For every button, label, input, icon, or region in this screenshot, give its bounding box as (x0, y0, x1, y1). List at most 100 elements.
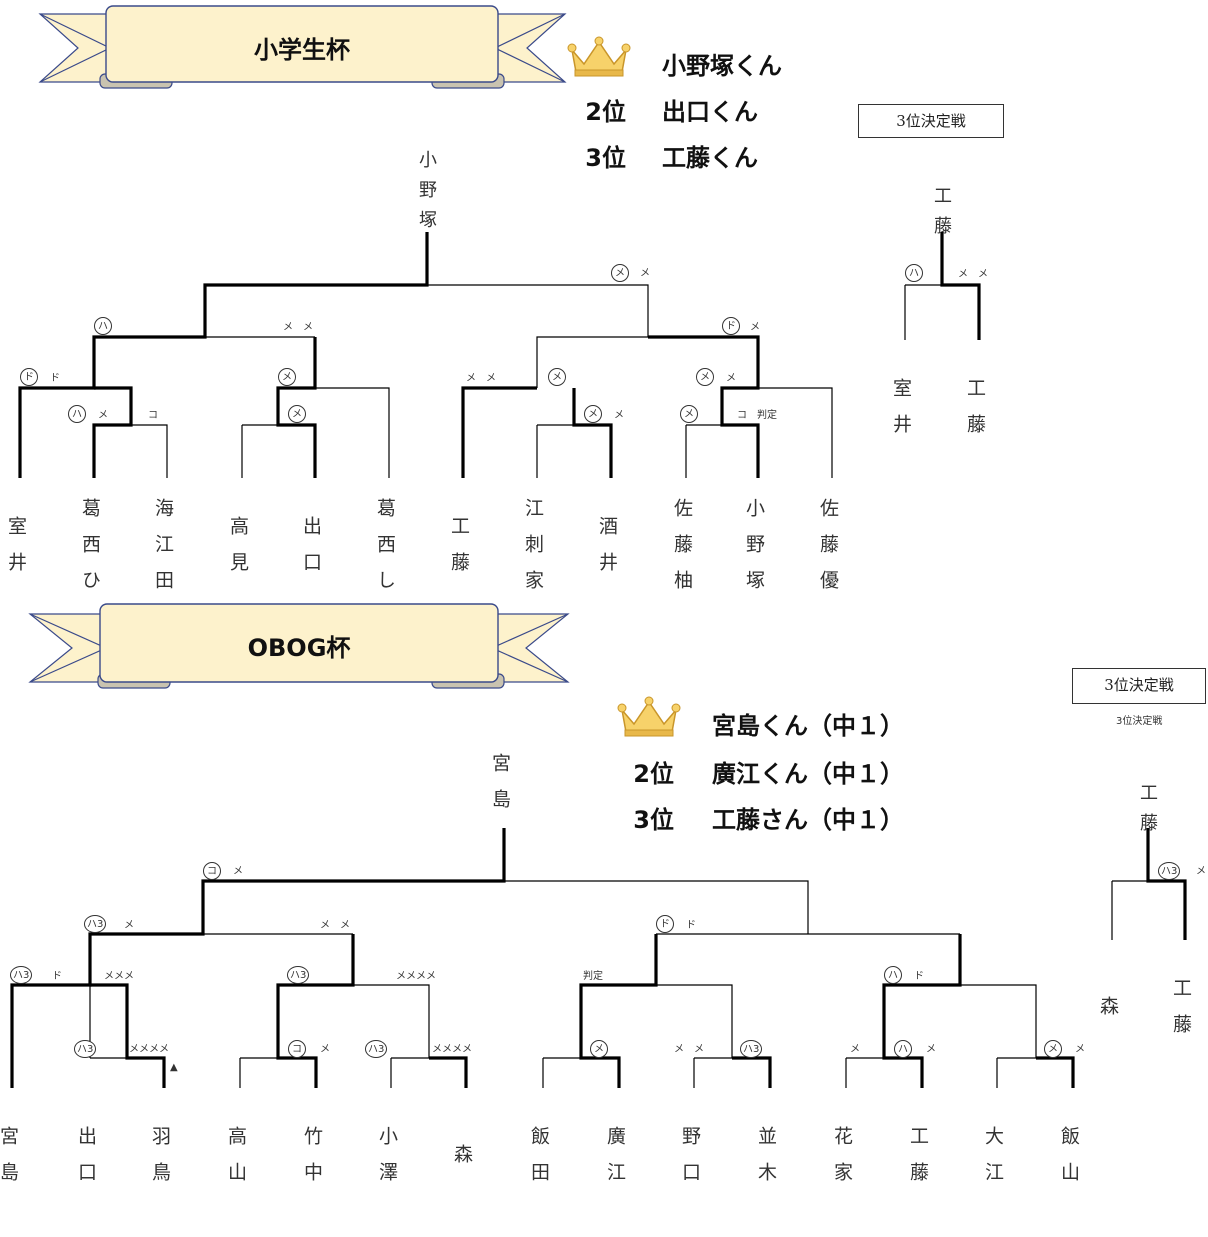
result-name: 廣江くん（中１） (712, 760, 904, 788)
player-name: 高見 (227, 516, 249, 588)
match-mark-text: コ 判定 (737, 410, 777, 421)
match-mark-text: メ (926, 1044, 936, 1055)
player-name: 並木 (755, 1126, 777, 1198)
match-mark-circle: ハ (905, 264, 923, 282)
match-mark-text: メメメメ (129, 1044, 169, 1055)
player-name: 竹中 (301, 1126, 323, 1198)
player-name: 森 (451, 1144, 473, 1180)
match-mark-text: メ (124, 920, 134, 931)
match-mark-text: 判定 (583, 971, 603, 982)
result-name: 工藤くん (662, 144, 758, 172)
match-mark-text: メメメメ (432, 1044, 472, 1055)
match-mark-text: ド (52, 971, 62, 982)
match-mark-text: メ (750, 322, 760, 333)
obog-tournament: OBOG杯 宮島くん（中１） 2位廣江くん（中１） 3位工藤さん（中１） 宮島 (0, 600, 1208, 1198)
match-mark-circle: ハ (94, 317, 112, 335)
match-mark-circle: ハ (68, 405, 86, 423)
player-name: 野口 (679, 1126, 701, 1198)
match-mark-circle: メ (590, 1040, 608, 1058)
match-mark-circle: コ (288, 1040, 306, 1058)
player-name: 葛西ひ (79, 498, 101, 606)
match-mark-text: メ (614, 410, 624, 421)
result-name: 工藤さん（中１） (712, 806, 904, 834)
player-name: 出口 (75, 1126, 97, 1198)
player-name: 高山 (225, 1126, 247, 1198)
third-place-box: 3位決定戦 (858, 104, 1004, 138)
result-third: 3位工藤さん（中１） (632, 800, 904, 835)
match-mark-circle: メ (288, 405, 306, 423)
match-mark-circle: ド (20, 368, 38, 386)
match-mark-text: メ メ (283, 322, 313, 333)
rank-label: 3位 (585, 144, 626, 172)
match-mark-circle: ハ (894, 1040, 912, 1058)
match-mark-circle: メ (1044, 1040, 1062, 1058)
tournament-title: 小学生杯 (254, 36, 350, 64)
result-second: 2位廣江くん（中１） (632, 754, 904, 789)
match-mark-text: ド (914, 971, 924, 982)
match-mark-text: メ メ (320, 920, 350, 931)
match-mark-circle: メ (696, 368, 714, 386)
match-mark-text: メ (320, 1044, 330, 1055)
player-name: 花家 (831, 1126, 853, 1198)
third-place-bracket-lines (904, 232, 981, 340)
title-ribbon-banner (28, 603, 570, 689)
match-mark-circle: ハ3 (287, 966, 310, 984)
match-mark-text: メ (850, 1044, 860, 1055)
player-name: 工藤 (448, 516, 470, 588)
result-second: 2位出口くん (584, 92, 758, 127)
result-third: 3位 工藤くん (584, 138, 758, 173)
player-name: 飯田 (528, 1126, 550, 1198)
match-mark-circle: ハ3 (740, 1040, 763, 1058)
match-mark-circle: メ (680, 405, 698, 423)
player-name: 酒井 (596, 516, 618, 588)
tournament-bracket-lines (18, 232, 833, 478)
player-name: 海江田 (152, 498, 174, 606)
third-place-small-label: 3位決定戦 (1116, 716, 1163, 727)
tournament-title: OBOG杯 (247, 634, 351, 662)
third-place-player: 森 (1097, 996, 1119, 1032)
match-mark-circle: ド (722, 317, 740, 335)
match-mark-text: メ (1196, 866, 1206, 877)
player-name: 小澤 (376, 1126, 398, 1198)
player-name: 葛西し (374, 498, 396, 606)
bracket-winner-name: 宮島 (489, 753, 511, 825)
match-mark-text: メ (98, 410, 108, 421)
player-name: 大江 (982, 1126, 1004, 1198)
bracket-winner-name: 小野塚 (416, 150, 437, 240)
third-place-winner: 工藤 (1137, 783, 1158, 843)
match-mark-circle: ハ3 (365, 1040, 388, 1058)
match-mark-circle: メ (584, 405, 602, 423)
result-name: 出口くん (662, 98, 758, 126)
player-name: 江刺家 (522, 498, 544, 606)
title-ribbon-banner (38, 5, 567, 89)
player-name: 工藤 (907, 1126, 929, 1198)
player-name: 廣江 (604, 1126, 626, 1198)
third-place-player: 室井 (890, 378, 912, 450)
elementary-tournament: 小学生杯 小野塚くん 2位出口くん 3位工藤くん 小野塚 (0, 0, 1208, 606)
third-place-winner: 工藤 (931, 186, 952, 246)
match-mark-circle: ハ3 (74, 1040, 97, 1058)
match-mark-circle: コ (203, 862, 221, 880)
match-mark-text: メメメメ (396, 971, 436, 982)
match-mark-circle: ハ3 (10, 966, 33, 984)
tournament-bracket-lines (10, 828, 1075, 1088)
crown-icon (567, 36, 631, 77)
match-mark-text: ド (50, 373, 60, 384)
result-champion: 宮島くん（中１） (712, 712, 904, 740)
match-mark-text: コ (148, 410, 158, 421)
match-mark-circle: メ (278, 368, 296, 386)
player-name: 飯山 (1058, 1126, 1080, 1198)
crown-icon (617, 696, 681, 737)
player-name: 佐藤柚 (671, 498, 693, 606)
player-name: 佐藤優 (817, 498, 839, 606)
match-mark-text: ド (686, 920, 696, 931)
third-place-box: 3位決定戦 (1072, 668, 1206, 704)
player-name: 小野塚 (743, 498, 765, 606)
match-mark-text: メメメ (104, 971, 134, 982)
third-place-player: 工藤 (1170, 978, 1192, 1050)
match-mark-text: メ (233, 866, 243, 877)
match-mark-text: メ メ (674, 1044, 704, 1055)
player-name: 宮島 (0, 1126, 19, 1198)
match-mark-circle: ハ3 (1158, 862, 1181, 880)
match-mark-text: メ (1075, 1044, 1085, 1055)
